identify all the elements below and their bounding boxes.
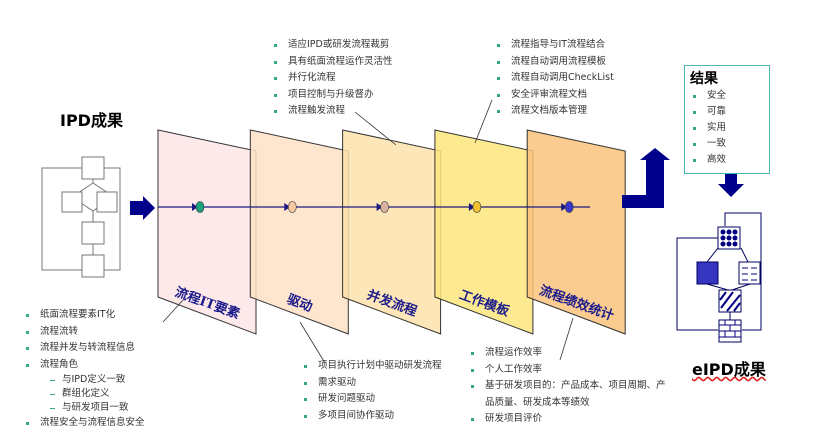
list-item: 流程安全与流程信息安全 xyxy=(24,415,145,432)
list-item: 安全 xyxy=(685,88,769,104)
bottom-left-list: 纸面流程要素IT化 流程流转 流程并发与转流程信息 流程角色 与IPD定义一致 … xyxy=(24,307,145,432)
panel-4 xyxy=(434,129,534,335)
list-item: 需求驱动 xyxy=(302,375,442,392)
ipd-flowchart xyxy=(41,156,121,278)
result-title: 结果 xyxy=(690,71,718,87)
sub-list-item: 与IPD定义一致 xyxy=(24,373,145,387)
list-item: 具有纸面流程运作灵活性 xyxy=(272,54,393,71)
list-item: 流程运作效率 xyxy=(469,345,669,362)
sub-list-item: 群组化定义 xyxy=(24,387,145,401)
list-item: 研发问题驱动 xyxy=(302,391,442,408)
list-item: 高效 xyxy=(685,152,769,168)
result-list: 安全可靠实用一致高效 xyxy=(685,88,769,168)
list-item: 纸面流程要素IT化 xyxy=(24,307,145,324)
result-box: 结果 安全可靠实用一致高效 xyxy=(684,65,770,174)
flow-arrowhead-icon xyxy=(376,203,383,211)
list-item: 流程文档版本管理 xyxy=(495,103,614,120)
flow-node xyxy=(380,201,389,213)
list-item: 流程自动调用流程模板 xyxy=(495,54,614,71)
list-item: 研发项目评价 xyxy=(469,411,669,428)
list-item: 实用 xyxy=(685,120,769,136)
list-item: 多项目间协作驱动 xyxy=(302,408,442,425)
flow-node xyxy=(195,201,205,213)
panel-2 xyxy=(249,129,349,335)
list-item: 安全评审流程文档 xyxy=(495,87,614,104)
bottom-mid-list: 项目执行计划中驱动研发流程需求驱动研发问题驱动多项目间协作驱动 xyxy=(302,358,442,424)
list-item: 并行化流程 xyxy=(272,70,393,87)
list-item: 流程自动调用CheckList xyxy=(495,70,614,87)
flow-node xyxy=(472,201,482,213)
list-item: 基于研发项目的：产品成本、项目周期、产品质量、研发成本等绩效 xyxy=(469,378,669,411)
flow-arrowhead-icon xyxy=(192,203,198,211)
input-arrow-icon xyxy=(130,196,155,220)
eipd-flowchart xyxy=(676,212,762,343)
flow-node xyxy=(287,201,297,213)
list-item: 可靠 xyxy=(685,104,769,120)
flow-arrowhead-icon xyxy=(468,203,475,211)
panel-3 xyxy=(342,129,442,335)
bottom-right-list: 流程运作效率个人工作效率基于研发项目的：产品成本、项目周期、产品质量、研发成本等… xyxy=(469,345,669,428)
list-item: 项目执行计划中驱动研发流程 xyxy=(302,358,442,375)
list-item: 流程流转 xyxy=(24,324,145,341)
result-arrow-icon xyxy=(622,148,670,208)
list-item: 适应IPD或研发流程裁剪 xyxy=(272,37,393,54)
list-item: 流程指导与IT流程结合 xyxy=(495,37,614,54)
panel-1 xyxy=(157,129,257,335)
ipd-title: IPD成果 xyxy=(60,111,123,130)
list-item: 流程并发与转流程信息 xyxy=(24,340,145,357)
top-list-1: 适应IPD或研发流程裁剪具有纸面流程运作灵活性并行化流程项目控制与升级督办流程触… xyxy=(272,37,393,120)
flow-node xyxy=(564,201,574,213)
list-item: 一致 xyxy=(685,136,769,152)
list-item: 个人工作效率 xyxy=(469,362,669,379)
list-item: 流程触发流程 xyxy=(272,103,393,120)
sub-list-item: 与研发项目一致 xyxy=(24,401,145,415)
down-arrow-icon xyxy=(718,174,744,197)
list-item: 项目控制与升级督办 xyxy=(272,87,393,104)
eipd-title: eIPD成果 xyxy=(692,360,766,379)
flow-arrowhead-icon xyxy=(284,203,291,211)
flow-arrowhead-icon xyxy=(561,203,568,211)
panel-5 xyxy=(526,129,626,335)
list-item: 流程角色 xyxy=(24,357,145,374)
